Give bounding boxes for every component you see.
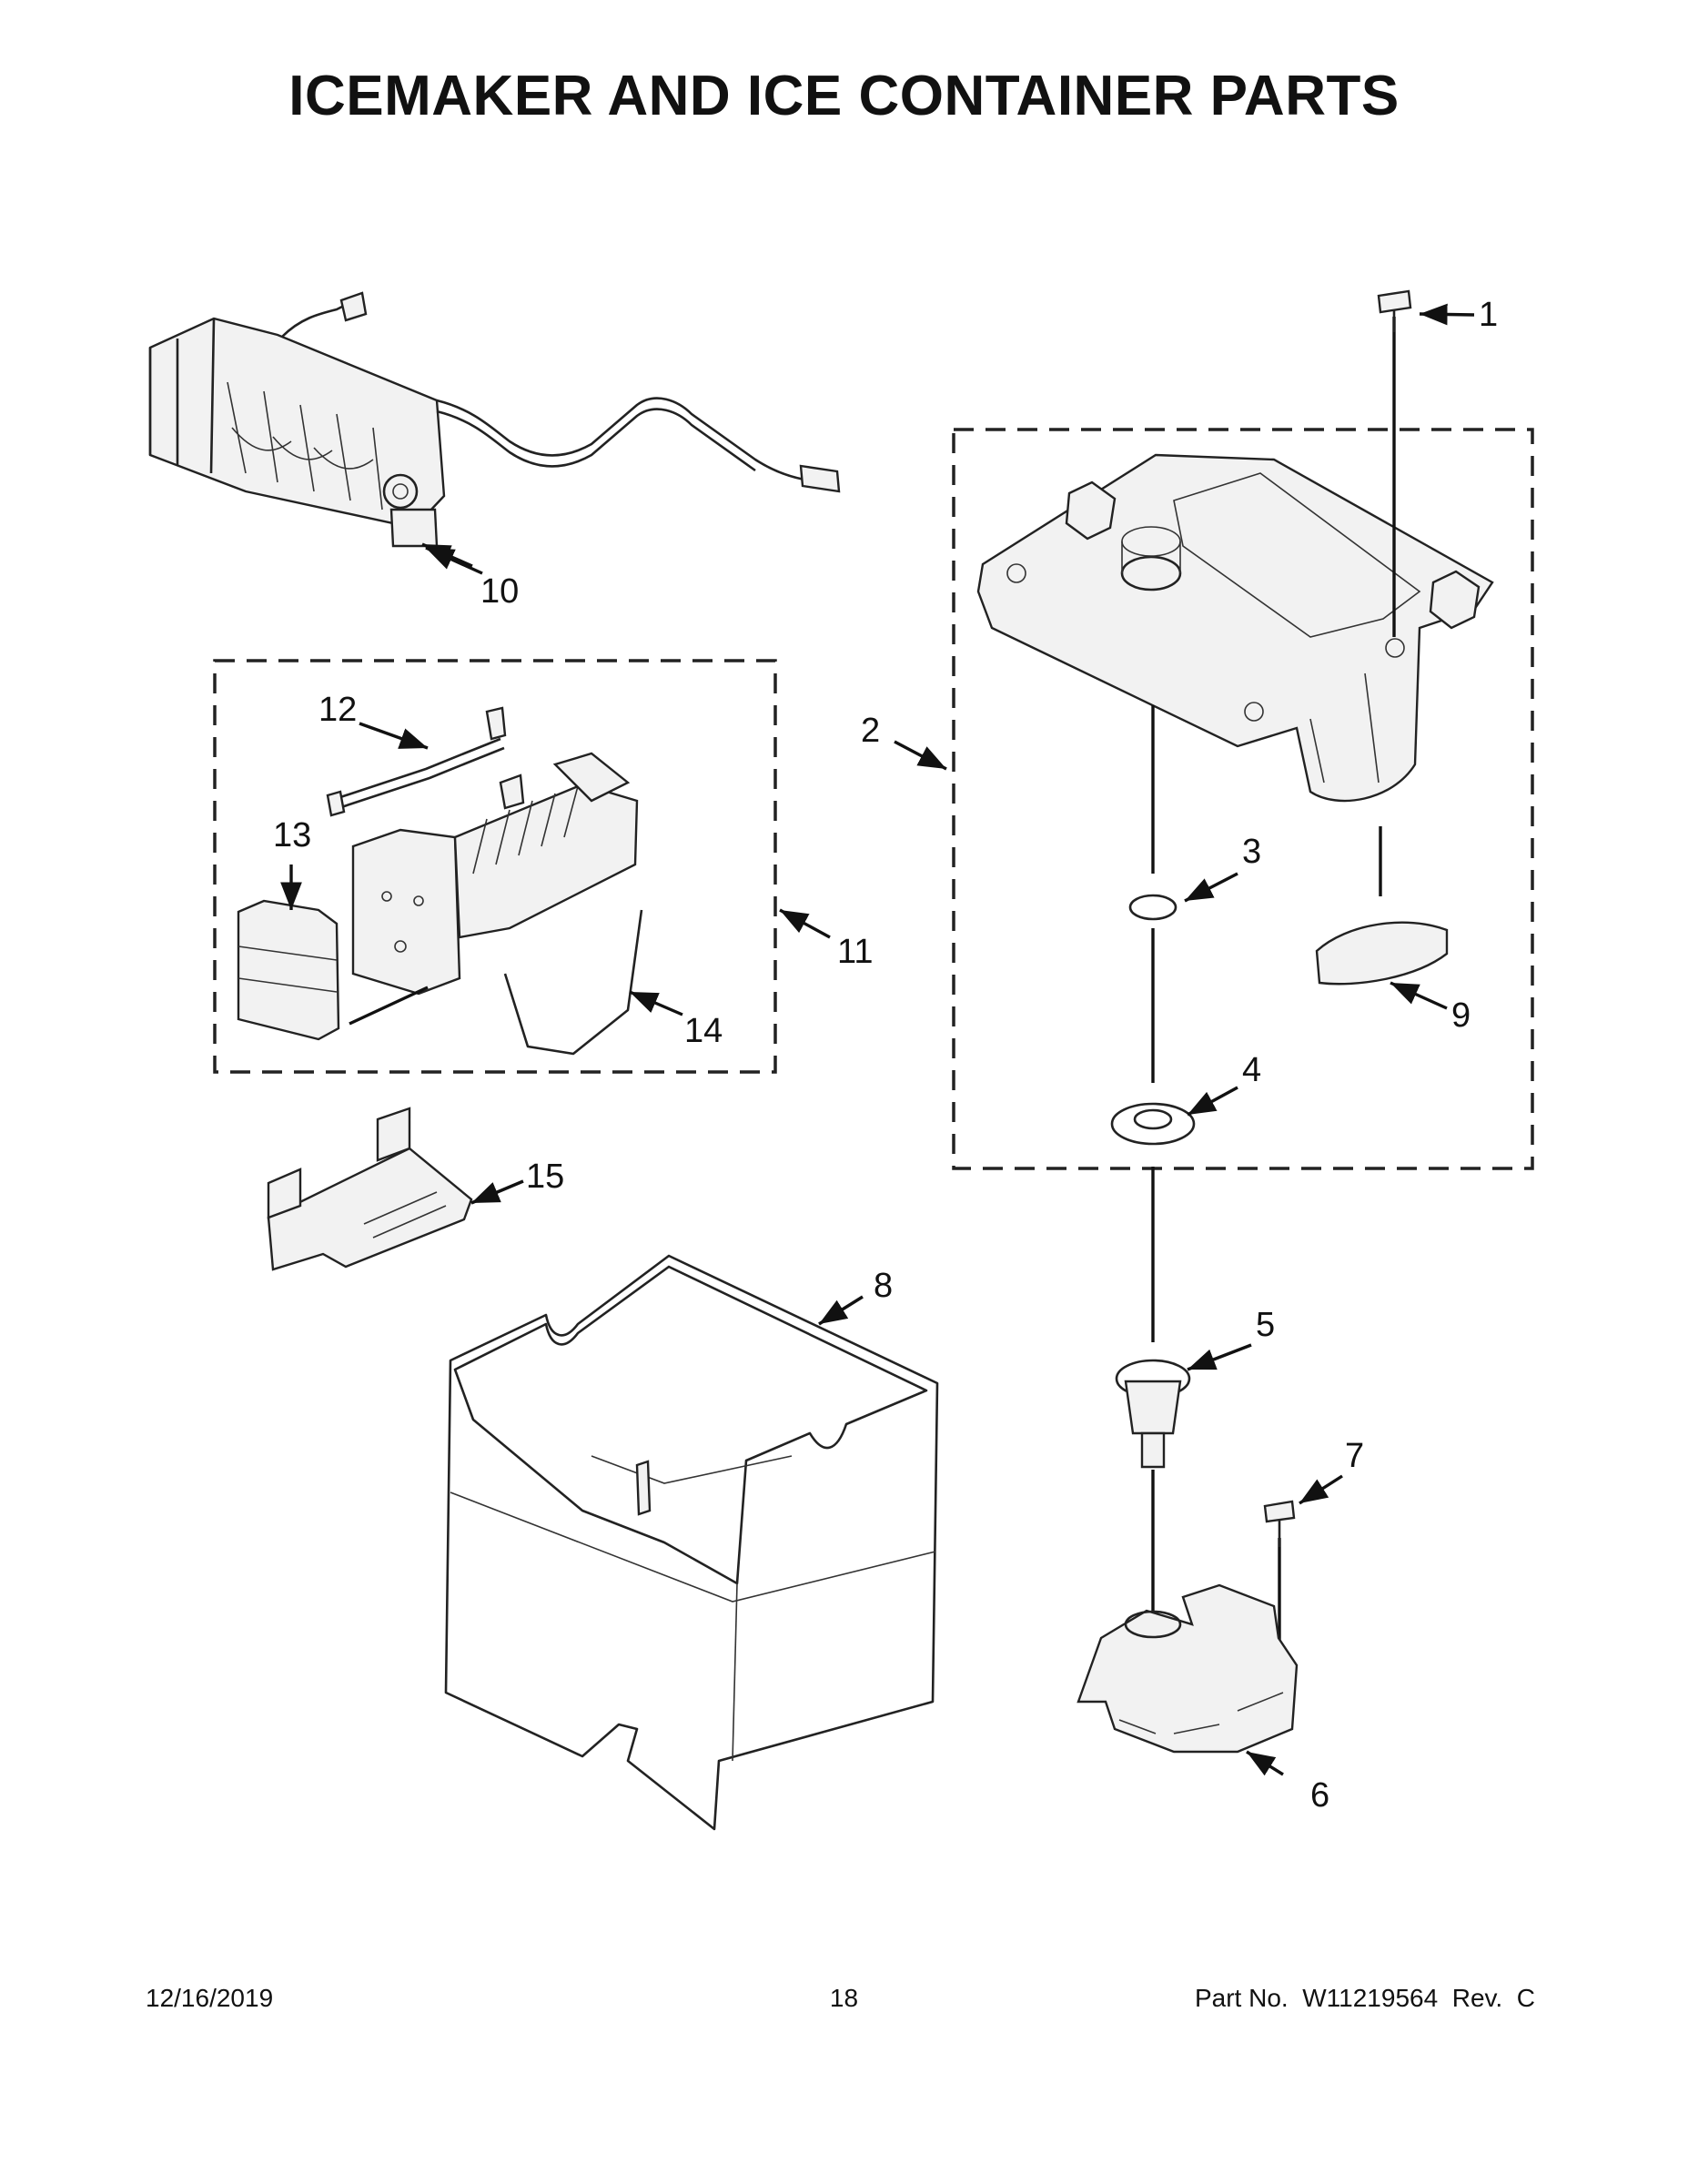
- kit-2-boundary: [952, 428, 1534, 1170]
- callout-14: 14: [684, 1012, 723, 1050]
- callout-8: 8: [874, 1267, 893, 1305]
- callout-6: 6: [1310, 1776, 1329, 1815]
- bracket-drawing: [267, 1107, 473, 1271]
- callout-11: 11: [837, 933, 873, 971]
- kit-11-boundary: [213, 659, 777, 1074]
- coupler-5-drawing: [1115, 1359, 1191, 1469]
- icemaker-assembly-drawing: [148, 291, 841, 568]
- callout-1: 1: [1479, 296, 1498, 334]
- bail-arm-drawing: [503, 909, 643, 1056]
- callout-15: 15: [526, 1158, 564, 1196]
- callout-4: 4: [1242, 1051, 1261, 1089]
- ice-chute-housing-drawing: [976, 453, 1494, 803]
- footer-part-number: Part No. W11219564 Rev. C: [1194, 1984, 1535, 2012]
- replacement-icemaker-drawing: [351, 752, 639, 996]
- ice-bucket-drawing: [444, 1254, 939, 1831]
- ring-3-drawing: [1128, 894, 1178, 921]
- callout-5: 5: [1256, 1306, 1275, 1344]
- footer-page-number: 18: [829, 1984, 859, 2012]
- motor-6-drawing: [1076, 1583, 1299, 1754]
- screw-7-drawing: [1263, 1500, 1296, 1547]
- footer-date: 12/16/2019: [146, 1984, 274, 2012]
- callout-13: 13: [273, 816, 311, 854]
- screw-1-drawing: [1377, 289, 1412, 332]
- band-9-drawing: [1315, 921, 1449, 986]
- callout-10: 10: [480, 572, 519, 611]
- callout-12: 12: [318, 691, 357, 729]
- callout-9: 9: [1451, 996, 1471, 1035]
- callout-7: 7: [1345, 1437, 1364, 1475]
- icemaker-cover-drawing: [237, 899, 340, 1041]
- wire-harness-drawing: [326, 706, 507, 817]
- callout-3: 3: [1242, 833, 1261, 871]
- callout-2: 2: [861, 712, 880, 750]
- page-title: ICEMAKER AND ICE CONTAINER PARTS: [288, 65, 1400, 127]
- seal-4-drawing: [1110, 1102, 1196, 1146]
